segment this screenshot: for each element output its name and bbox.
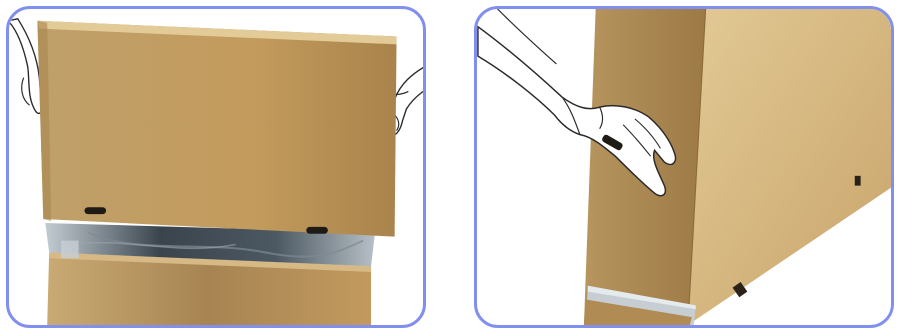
lift-box-illustration xyxy=(9,9,423,325)
grip-handle-illustration xyxy=(477,9,891,325)
illustration-panel-grip-handle xyxy=(474,6,894,328)
illustration-panel-lift-box xyxy=(6,6,426,328)
left-hand-icon xyxy=(9,19,42,114)
handle-hole-front-top xyxy=(855,176,861,186)
handle-hole-left xyxy=(84,207,106,214)
box-front-face xyxy=(688,9,891,325)
outer-box xyxy=(37,21,396,237)
handle-hole-right xyxy=(306,227,328,234)
